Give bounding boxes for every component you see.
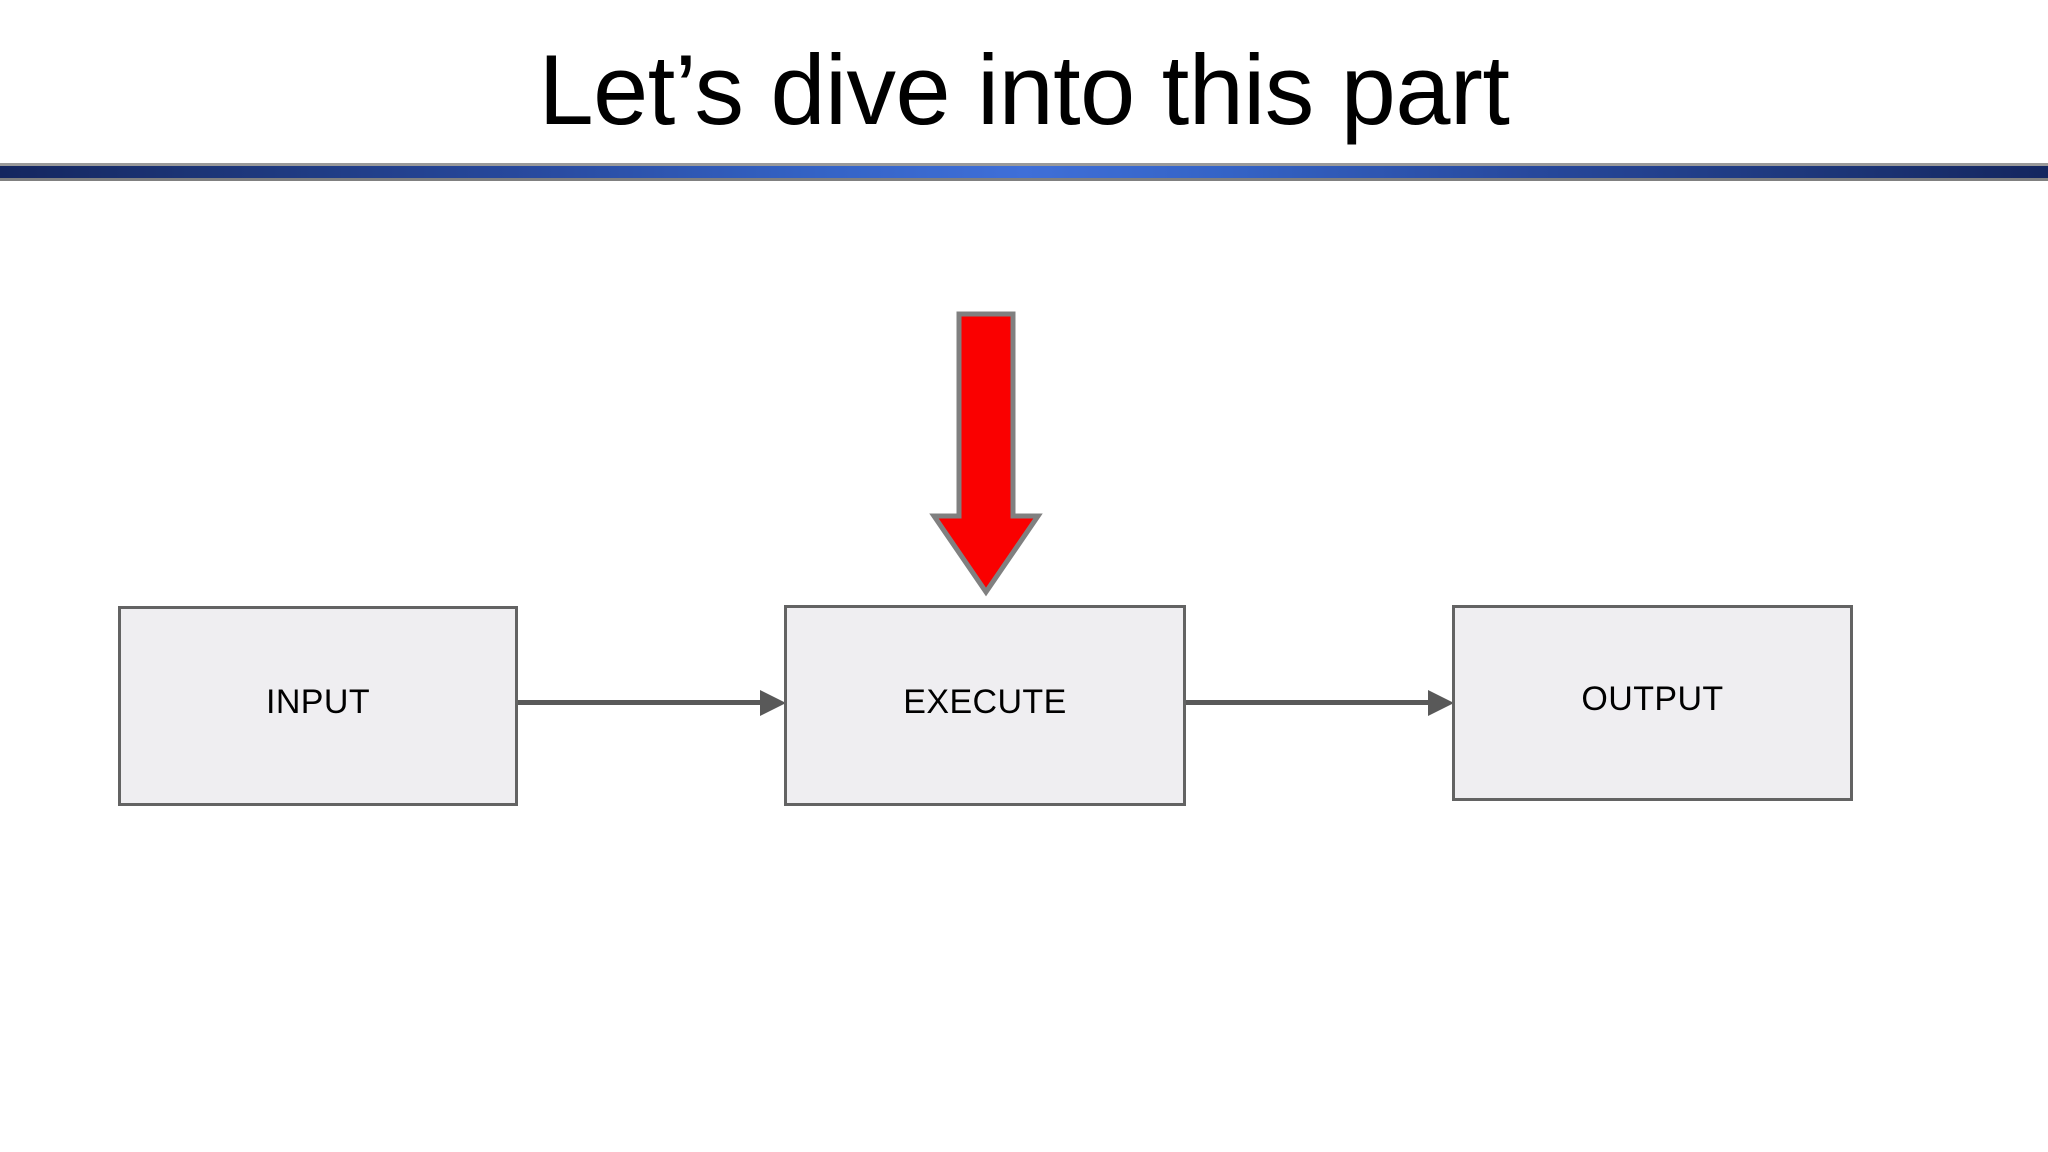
connector-input-to-execute [518, 690, 786, 716]
connector-execute-to-output [1186, 690, 1454, 716]
flow-box-input[interactable]: INPUT [118, 606, 518, 806]
title-divider-bar [0, 163, 2048, 181]
arrow-right-icon [1428, 690, 1454, 716]
flow-box-output[interactable]: OUTPUT [1452, 605, 1853, 801]
page-title: Let’s dive into this part [538, 34, 1510, 145]
flow-box-execute-label: EXECUTE [903, 682, 1067, 721]
flow-box-input-label: INPUT [266, 683, 370, 721]
arrow-down-icon [926, 310, 1046, 598]
flow-box-output-label: OUTPUT [1581, 680, 1724, 718]
arrow-right-icon [760, 690, 786, 716]
connector-line [1186, 700, 1430, 705]
connector-line [518, 700, 762, 705]
flow-box-execute[interactable]: EXECUTE [784, 605, 1186, 806]
